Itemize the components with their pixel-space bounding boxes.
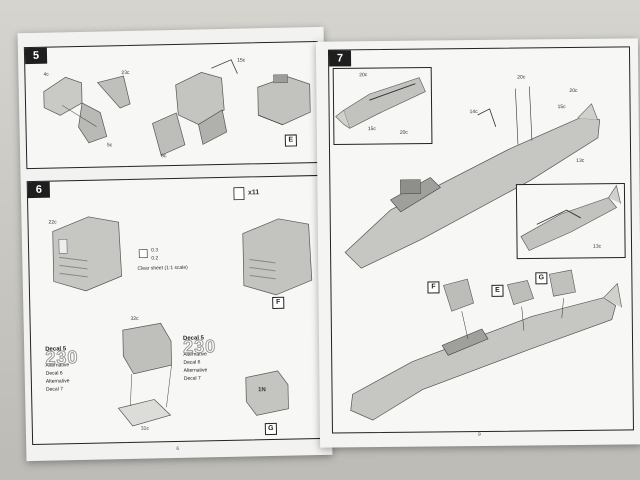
- decal-number: 230: [182, 336, 217, 358]
- step-7-panel: 7: [327, 46, 634, 434]
- part-label: 15c: [557, 104, 566, 111]
- part-label: 20c: [399, 129, 408, 136]
- sub-assembly-tag: G: [535, 272, 548, 285]
- instruction-page-left: 5 4c 23c 5c 15c: [17, 26, 333, 462]
- step-7-torpedo-illustration: [332, 66, 626, 421]
- part-label: 14c: [469, 109, 478, 116]
- part-label: 8c: [161, 153, 167, 160]
- clear-sheet-note: Clear sheet (1:1 scale): [137, 264, 188, 272]
- page-number: 6: [176, 445, 180, 453]
- part-label: 23c: [121, 69, 130, 77]
- part-label: 20c: [359, 72, 368, 79]
- instruction-page-right: 7: [315, 38, 640, 448]
- quantity-label: x11: [247, 189, 260, 197]
- part-label: 15c: [367, 126, 376, 133]
- part-label: 13c: [576, 157, 585, 164]
- dimension-label: 0.3: [151, 247, 159, 254]
- sub-assembly-tag: E: [491, 284, 504, 297]
- part-label: 13c: [593, 243, 602, 250]
- step-6-panel: 6: [26, 174, 327, 446]
- page-number: 9: [477, 431, 481, 439]
- sub-assembly-tag: F: [272, 296, 285, 309]
- sub-assembly-tag: E: [284, 134, 297, 147]
- part-label: 5c: [106, 142, 113, 149]
- part-label: 20c: [569, 87, 578, 95]
- dimension-label: 0.2: [151, 255, 159, 262]
- part-label: 20c: [517, 74, 526, 81]
- decal-list-right: Decal 5 230 Alternative Decal 6 Alternat…: [182, 335, 217, 382]
- decal-list-left: Decal 5 230 Alternative Decal 6 Alternat…: [45, 346, 79, 393]
- part-label: 15c: [237, 57, 246, 64]
- step-6-parts-illustration: [52, 187, 313, 427]
- step-5-parts-illustration: [43, 59, 311, 156]
- sub-assembly-tag: F: [427, 281, 440, 294]
- part-label: 31c: [140, 425, 149, 432]
- part-label: 32c: [130, 315, 139, 322]
- decal-number: 230: [45, 347, 79, 369]
- box-marking: 1N: [258, 387, 266, 394]
- step-5-panel: 5 4c 23c 5c 15c: [23, 40, 321, 170]
- part-label: 22c: [48, 219, 57, 226]
- part-label: 4c: [43, 71, 49, 78]
- sub-assembly-tag: G: [264, 422, 278, 436]
